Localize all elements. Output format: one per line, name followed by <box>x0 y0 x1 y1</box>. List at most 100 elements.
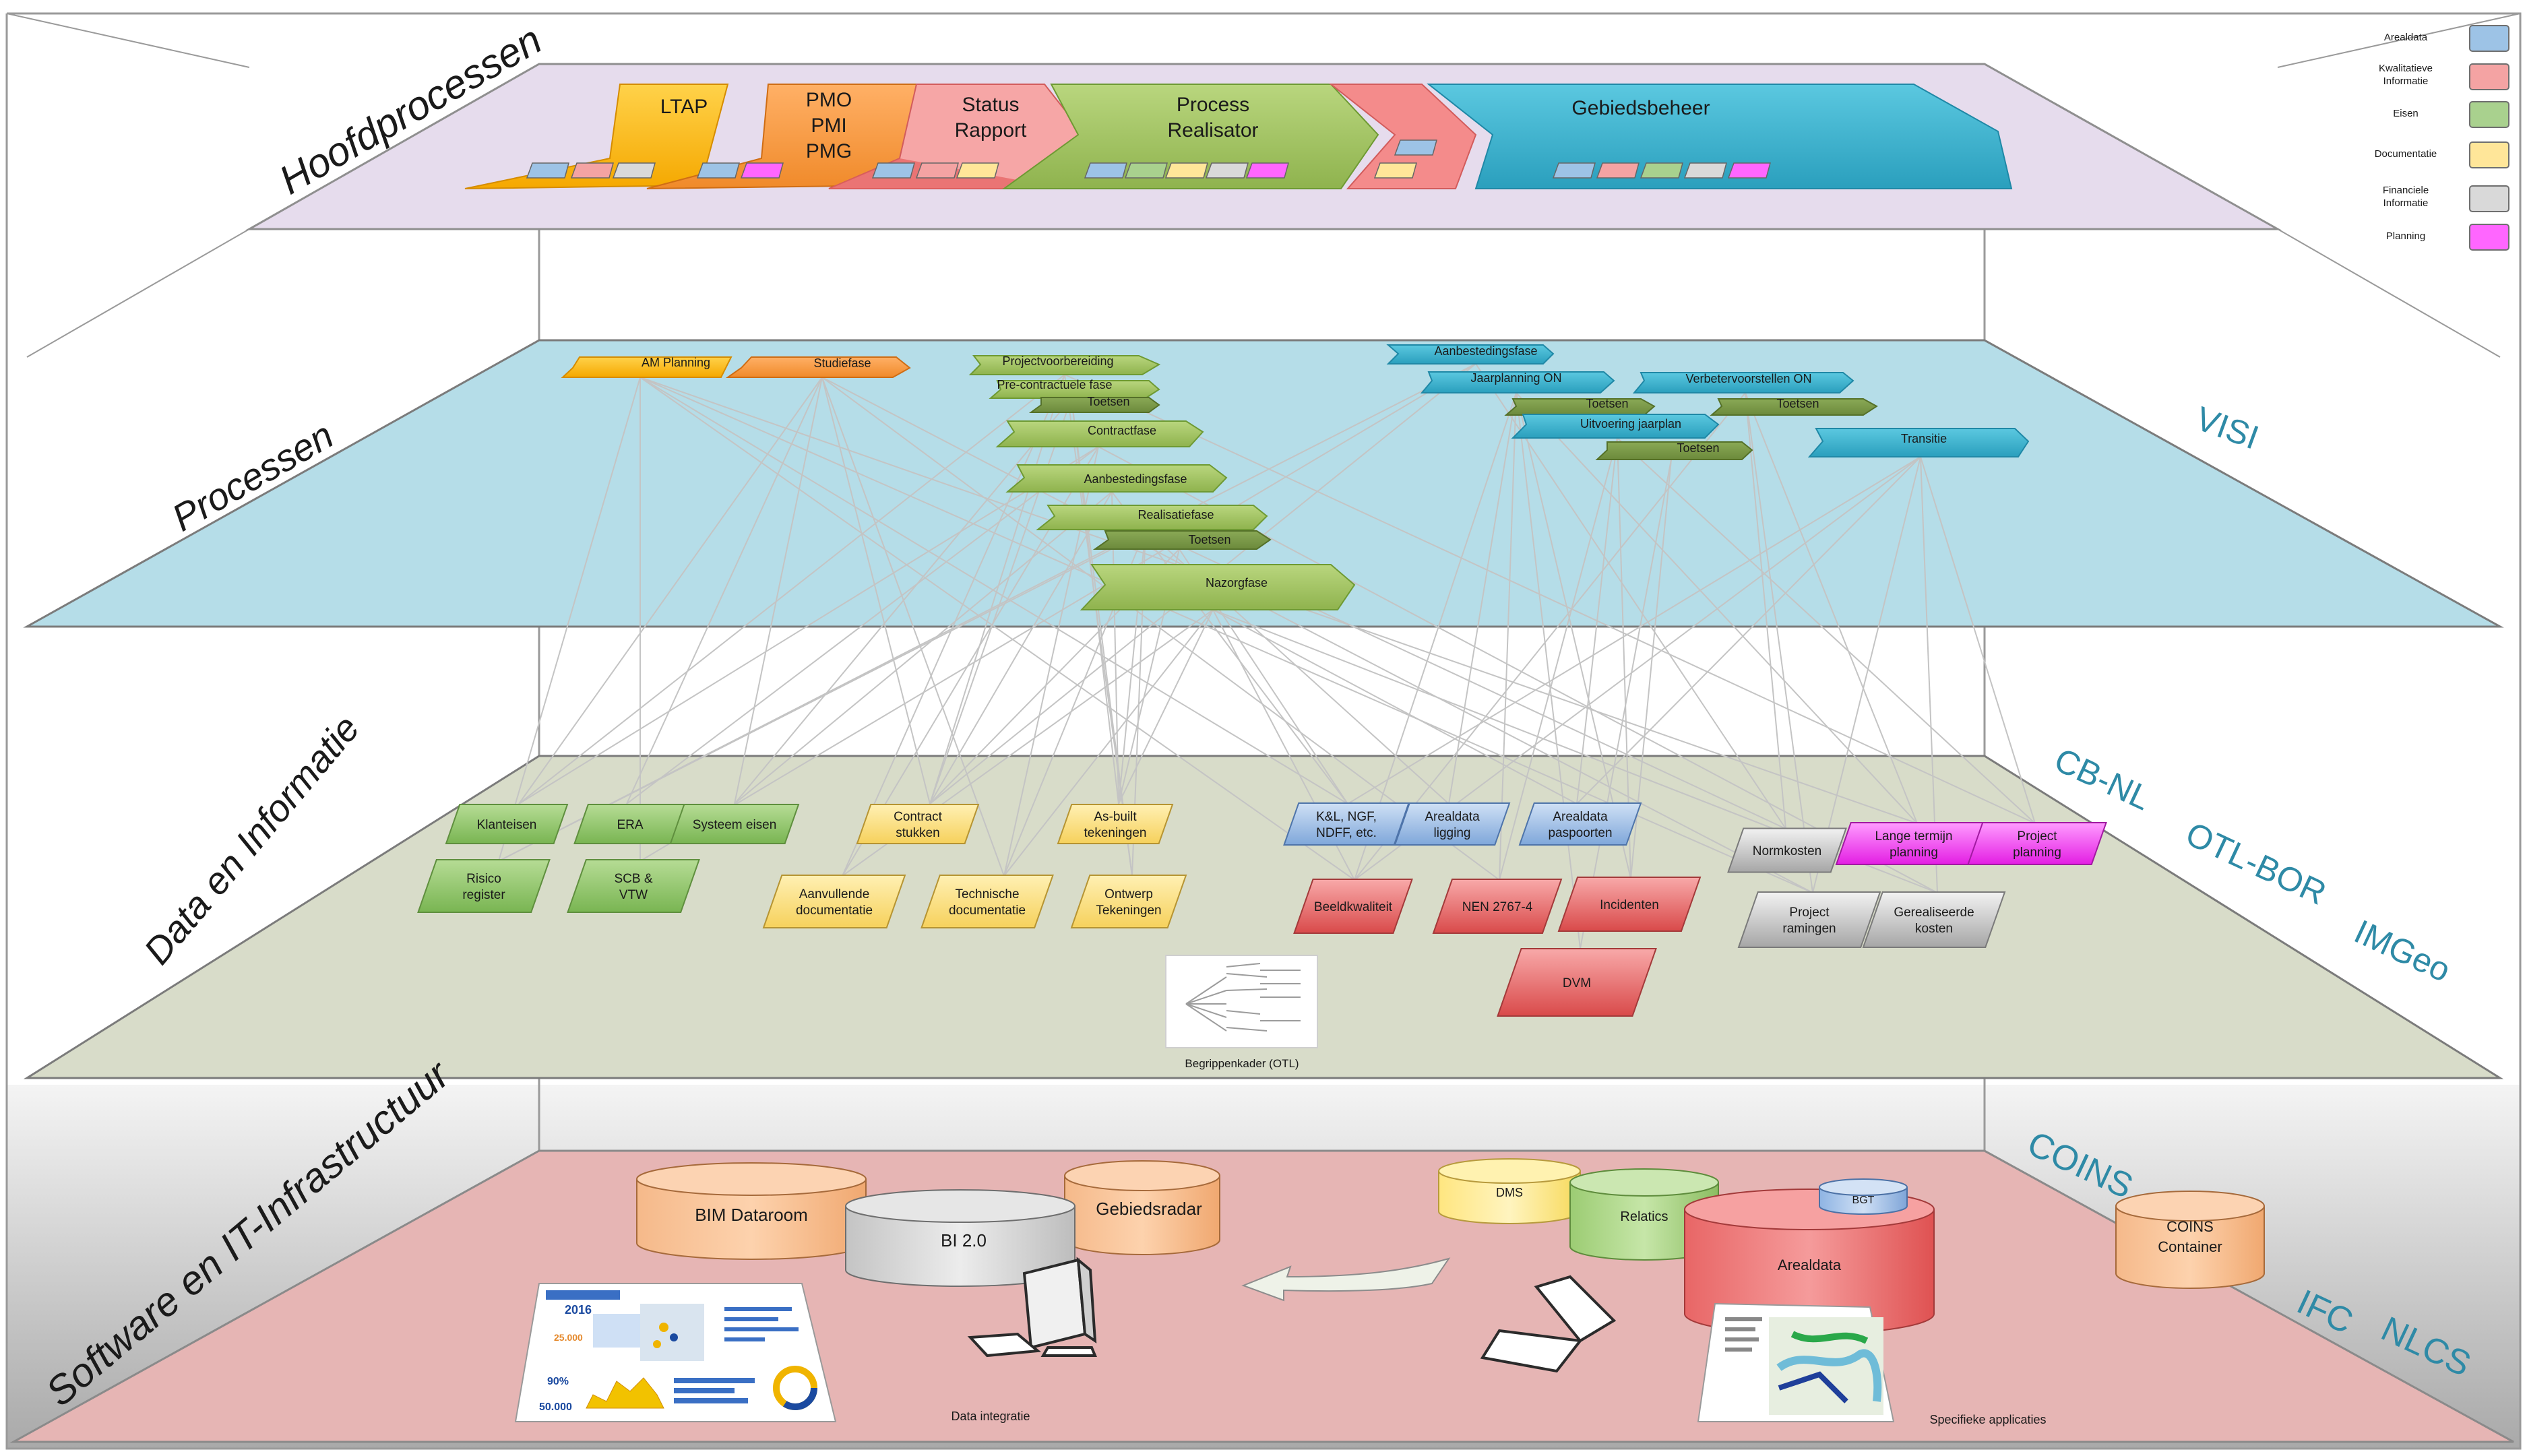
relatics-label: Relatics <box>1620 1209 1668 1224</box>
data-item-shape <box>1283 802 1410 846</box>
proces-uitvoering-label: Uitvoering jaarplan <box>1580 417 1681 431</box>
data-tag <box>915 162 959 179</box>
data-item-label: SCB & <box>614 872 652 886</box>
otl-thumbnail: Begrippenkader (OTL) <box>1165 955 1318 1070</box>
data-item-project-ramingen: Project ramingen <box>1737 891 1881 948</box>
data-item-dvm: DVM <box>1497 948 1657 1017</box>
data-tag <box>740 162 784 179</box>
connection-line <box>626 377 823 804</box>
processen-layer: AM Planning Studiefase Projectvoorbereid… <box>561 344 2030 610</box>
connection-line <box>518 374 1065 804</box>
plane-processen <box>23 339 2504 628</box>
data-item-shape <box>1967 822 2107 865</box>
proces-jaarplanning-label: Jaarplanning ON <box>1470 371 1561 385</box>
connection-line <box>498 363 1476 862</box>
connection-line <box>1745 392 1918 824</box>
status-label-1: Status <box>962 94 1019 116</box>
legend-swatch <box>2469 141 2509 168</box>
data-tag <box>1394 139 1437 156</box>
bi-label: BI 2.0 <box>941 1230 987 1251</box>
data-flow-arrow <box>1241 1257 1451 1302</box>
connection-line <box>821 377 1005 877</box>
data-item-label: ramingen <box>1782 922 1836 936</box>
connection-line <box>1576 437 1618 804</box>
data-item-normkosten: Normkosten <box>1727 827 1847 873</box>
data-item-label: paspoorten <box>1548 826 1612 840</box>
data-item-label: Technische <box>955 887 1019 901</box>
data-item-shape <box>1394 802 1511 846</box>
proces-jaarplanning: Jaarplanning ON <box>1420 371 1615 393</box>
connection-line <box>1516 392 1918 824</box>
data-item-label: stukken <box>896 826 939 840</box>
data-item-label: kosten <box>1915 922 1953 936</box>
data-item-shape <box>762 875 906 928</box>
data-tag <box>1552 162 1596 179</box>
data-item-label: Gerealiseerde <box>1894 906 1974 920</box>
proces-toetsen-3: Toetsen <box>1504 397 1656 416</box>
status-label-2: Rapport <box>955 119 1027 141</box>
data-item-shape <box>1727 827 1847 873</box>
specifieke-applicaties-caption: Specifieke applicaties <box>1929 1413 2046 1426</box>
data-item-shape <box>1862 891 2006 948</box>
pmo-label-2: PMI <box>811 115 846 137</box>
connection-line <box>734 491 1113 804</box>
connection-line <box>1745 392 1786 829</box>
connection-line <box>1516 392 1581 949</box>
data-item-label: Project <box>1789 906 1830 920</box>
proces-projectvoorbereiding: Projectvoorbereiding <box>968 354 1161 375</box>
data-item-shape <box>1432 879 1563 934</box>
cylinder-relatics: Relatics <box>1569 1168 1719 1261</box>
data-item-label: tekeningen <box>1084 826 1147 840</box>
data-item-label: Contract <box>894 810 943 824</box>
connection-lines <box>498 363 2036 949</box>
connection-line <box>1354 392 1746 881</box>
data-tag <box>956 162 999 179</box>
data-tag <box>1727 162 1771 179</box>
connection-line <box>1354 392 1517 881</box>
proces-aanbestedingsfase-on-label: Aanbestedingsfase <box>1434 344 1537 358</box>
proces-contractfase-label: Contractfase <box>1088 424 1156 437</box>
hoofdproces-ltap-label: LTAP <box>660 96 708 118</box>
legend-label: Kwalitatieve <box>2379 63 2433 74</box>
data-item-label: Normkosten <box>1753 844 1821 858</box>
legend-label: Informatie <box>2383 75 2429 87</box>
data-tag <box>612 162 656 179</box>
proces-toetsen-5: Toetsen <box>1710 397 1878 416</box>
connection-line <box>1499 392 1517 881</box>
legend-label: Eisen <box>2393 108 2419 119</box>
data-item-label: Ontwerp <box>1104 887 1153 901</box>
connection-line <box>1064 374 2036 824</box>
data-tag <box>871 162 915 179</box>
cylinder-dms: DMS <box>1438 1158 1581 1224</box>
proces-verbetervoorstellen-label: Verbetervoorstellen ON <box>1685 372 1811 385</box>
data-tag <box>1640 162 1683 179</box>
proces-toetsen-4: Toetsen <box>1595 441 1753 460</box>
dashboard-kpi2: 90% <box>547 1376 569 1387</box>
connection-line <box>1499 437 1618 881</box>
data-tag <box>570 162 614 179</box>
data-item-klanteisen: Klanteisen <box>445 804 569 844</box>
data-item-kl: K&L, NGF,NDFF, etc. <box>1283 802 1410 846</box>
connection-line <box>821 377 1813 893</box>
coins-label-1: COINS <box>2166 1218 2214 1235</box>
data-tag <box>1245 162 1289 179</box>
connection-line <box>639 377 1348 804</box>
data-tag <box>1596 162 1640 179</box>
proces-toetsen-2-label: Toetsen <box>1188 533 1230 546</box>
legend: ArealdataKwalitatieveInformatieEisenDocu… <box>2375 25 2509 251</box>
proces-realisatiefase-label: Realisatiefase <box>1137 508 1214 521</box>
data-item-shape <box>1518 802 1642 846</box>
data-item-incidenten: Incidenten <box>1557 877 1702 932</box>
data-tag <box>696 162 740 179</box>
connection-line <box>518 377 823 804</box>
legend-item-3: Documentatie <box>2375 141 2509 168</box>
arealdata-label: Arealdata <box>1778 1257 1842 1273</box>
legend-swatch <box>2469 185 2509 212</box>
